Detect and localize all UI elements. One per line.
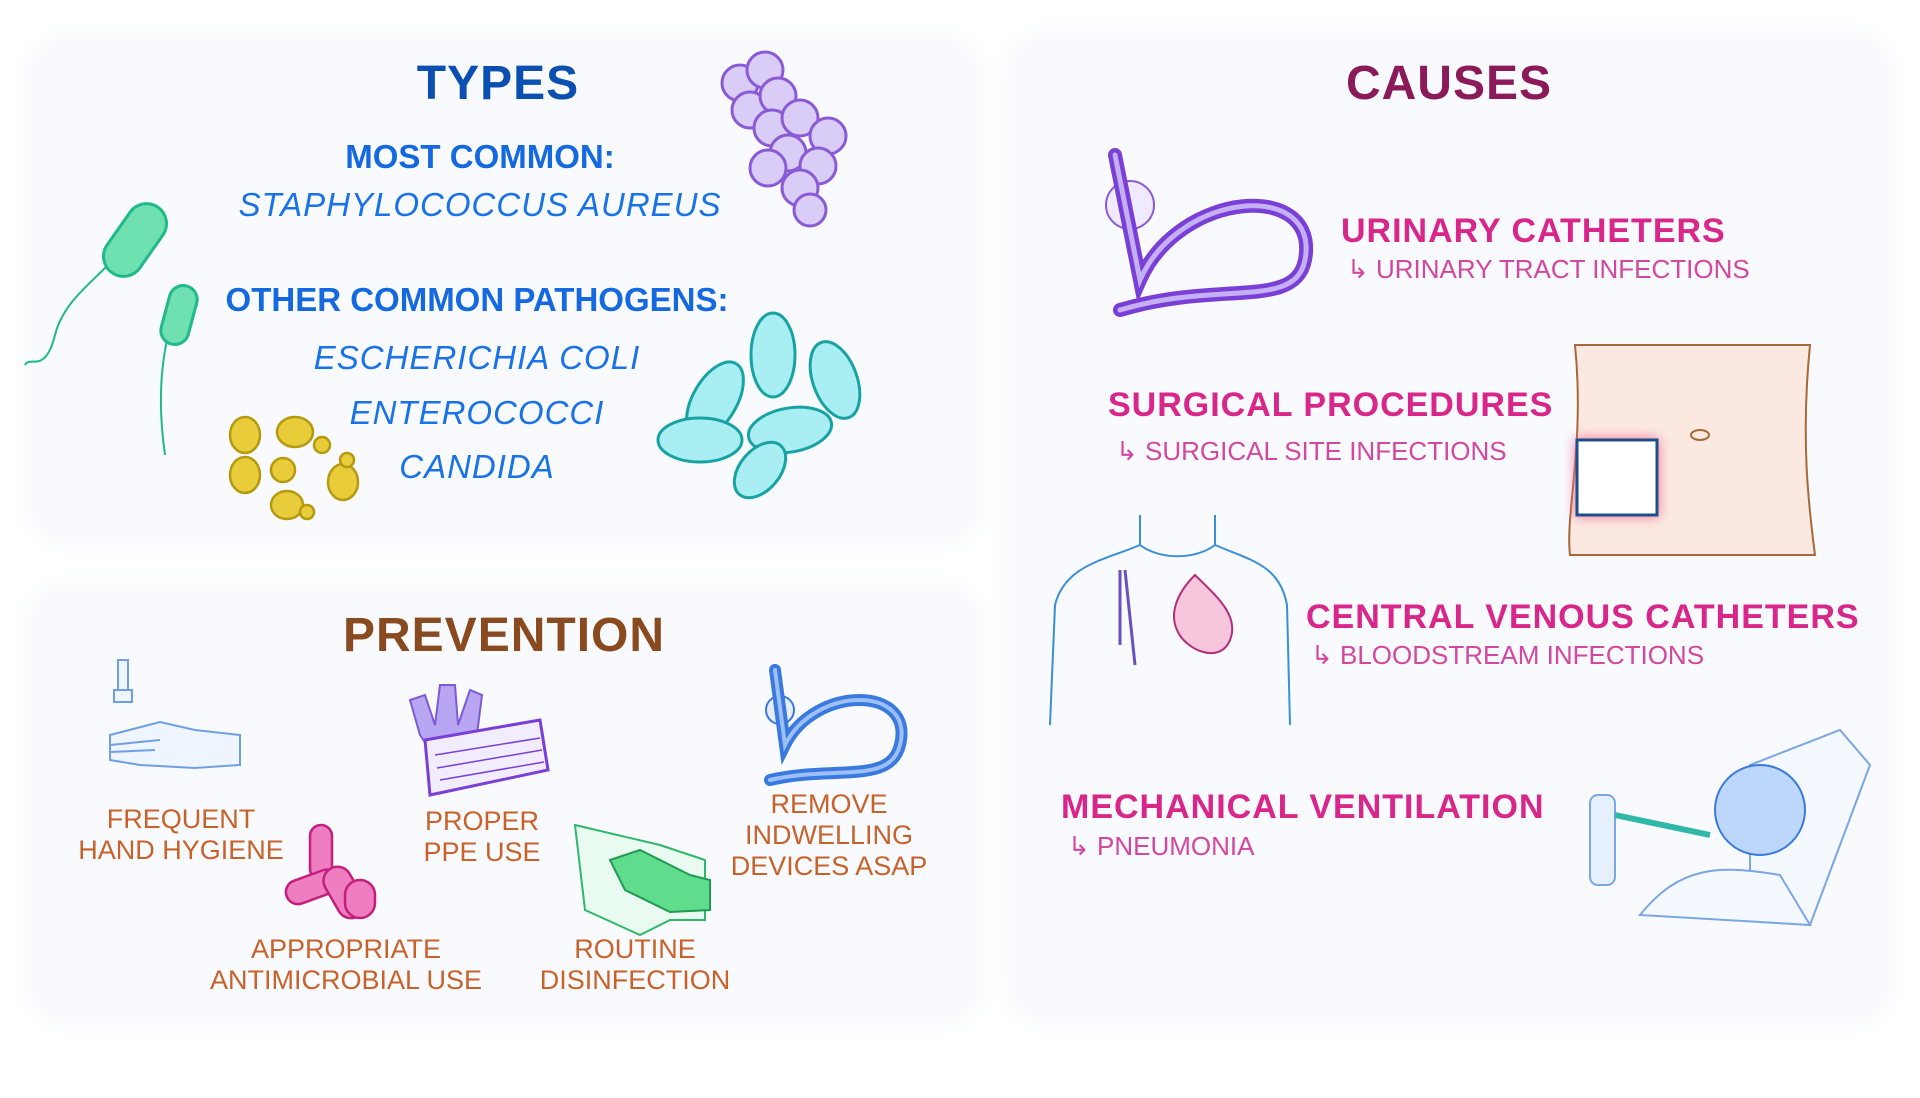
prevention-remove-devices-line2: INDWELLING <box>744 820 914 850</box>
urinary-catheter-icon <box>1105 148 1314 317</box>
cause-central-venous-catheters: CENTRAL VENOUS CATHETERS <box>1306 598 1860 636</box>
prevention-disinfection-line1: ROUTINE <box>574 934 696 964</box>
prevention-ppe-line1: PROPER <box>424 806 540 836</box>
result-surgical-site-infections: ↳ SURGICAL SITE INFECTIONS <box>1116 436 1507 466</box>
prevention-hand-hygiene: FREQUENT HAND HYGIENE <box>78 804 284 866</box>
prevention-remove-devices: REMOVE INDWELLING DEVICES ASAP <box>731 789 928 882</box>
result-pneumonia: ↳ PNEUMONIA <box>1068 831 1255 861</box>
cause-surgical-procedures: SURGICAL PROCEDURES <box>1108 386 1554 424</box>
most-common-pathogen: STAPHYLOCOCCUS AUREUS <box>238 186 722 223</box>
ppe-gloves-mask-icon <box>408 684 550 797</box>
result-bloodstream-infections: ↳ BLOODSTREAM INFECTIONS <box>1311 640 1705 670</box>
abdomen-dressing-icon <box>1568 344 1817 556</box>
pathogen-e-coli: ESCHERICHIA COLI <box>313 339 641 376</box>
prevention-remove-devices-line1: REMOVE <box>770 789 888 819</box>
prevention-ppe: PROPER PPE USE <box>423 806 540 868</box>
prevention-hand-hygiene-line1: FREQUENT <box>106 804 256 834</box>
hand-washing-icon <box>109 659 241 770</box>
prevention-panel <box>31 588 978 1020</box>
e-coli-icon <box>24 202 199 456</box>
other-pathogens-label: OTHER COMMON PATHOGENS: <box>225 281 729 318</box>
candida-icon <box>228 415 360 521</box>
prevention-antimicrobial-line1: APPROPRIATE <box>250 934 442 964</box>
pills-icon <box>284 823 377 920</box>
ventilated-patient-icon <box>1589 728 1872 927</box>
prevention-title: PREVENTION <box>342 609 666 662</box>
prevention-disinfection-line2: DISINFECTION <box>539 965 731 995</box>
prevention-antimicrobial-line2: ANTIMICROBIAL USE <box>209 965 483 995</box>
prevention-disinfection: ROUTINE DISINFECTION <box>540 934 731 996</box>
foley-catheter-icon <box>764 664 908 786</box>
prevention-remove-devices-line3: DEVICES ASAP <box>730 851 928 881</box>
staphylococcus-icon <box>720 50 848 228</box>
most-common-label: MOST COMMON: <box>345 138 615 175</box>
prevention-ppe-line2: PPE USE <box>423 837 541 867</box>
types-title: TYPES <box>416 57 580 110</box>
disinfecting-wipe-icon <box>573 823 711 937</box>
result-urinary-tract-infections: ↳ URINARY TRACT INFECTIONS <box>1347 254 1750 284</box>
cause-urinary-catheters: URINARY CATHETERS <box>1341 212 1726 250</box>
cause-mechanical-ventilation: MECHANICAL VENTILATION <box>1061 788 1545 826</box>
prevention-antimicrobial: APPROPRIATE ANTIMICROBIAL USE <box>210 934 482 996</box>
enterococci-icon <box>656 311 862 500</box>
prevention-hand-hygiene-line2: HAND HYGIENE <box>78 835 284 865</box>
central-venous-catheter-icon <box>1049 515 1291 726</box>
pathogen-enterococci: ENTEROCOCCI <box>349 394 605 431</box>
pathogen-candida: CANDIDA <box>399 448 555 485</box>
causes-title: CAUSES <box>1345 57 1553 110</box>
